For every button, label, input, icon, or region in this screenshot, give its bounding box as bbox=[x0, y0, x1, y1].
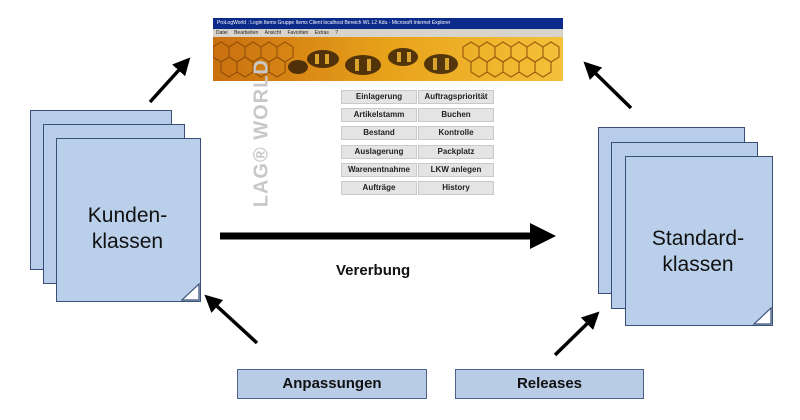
standardklassen-label: Standard- klassen bbox=[625, 226, 771, 278]
screenshot-titlebar: ProLogWorld : Login Items Gruppe Items C… bbox=[213, 18, 563, 29]
kundenklassen-line2: klassen bbox=[91, 230, 164, 253]
btn-lkw-anlegen[interactable]: LKW anlegen bbox=[418, 163, 494, 177]
anpassungen-box: Anpassungen bbox=[237, 369, 427, 399]
kundenklassen-label: Kunden- klassen bbox=[56, 203, 199, 255]
btn-auftraege[interactable]: Aufträge bbox=[341, 181, 417, 195]
menu-item-extras[interactable]: Extras bbox=[314, 30, 329, 36]
customer-to-app-arrow bbox=[148, 57, 191, 104]
document-page-front bbox=[56, 138, 201, 302]
btn-warenentnahme[interactable]: Warenentnahme bbox=[341, 163, 417, 177]
adjustments-arrow bbox=[204, 294, 259, 345]
btn-einlagerung[interactable]: Einlagerung bbox=[341, 90, 417, 104]
btn-history[interactable]: History bbox=[418, 181, 494, 195]
btn-buchen[interactable]: Buchen bbox=[418, 108, 494, 122]
menu-item-help[interactable]: ? bbox=[335, 30, 339, 36]
menu-item-bearbeiten[interactable]: Bearbeiten bbox=[234, 30, 259, 36]
btn-auftragsprioritaet[interactable]: Auftragspriorität bbox=[418, 90, 494, 104]
btn-bestand[interactable]: Bestand bbox=[341, 126, 417, 140]
standard-to-app-arrow bbox=[583, 61, 633, 110]
btn-artikelstamm[interactable]: Artikelstamm bbox=[341, 108, 417, 122]
document-page-front bbox=[625, 156, 773, 326]
btn-packplatz[interactable]: Packplatz bbox=[418, 145, 494, 159]
application-screenshot: ProLogWorld : Login Items Gruppe Items C… bbox=[213, 18, 563, 208]
inheritance-arrow-head bbox=[530, 223, 556, 249]
honeycomb-banner bbox=[213, 37, 563, 81]
vererbung-label: Vererbung bbox=[336, 262, 411, 279]
page-curl-right bbox=[752, 306, 772, 325]
standardklassen-line1: Standard- bbox=[651, 227, 745, 250]
menu-item-datei[interactable]: Datei bbox=[216, 30, 228, 36]
btn-kontrolle[interactable]: Kontrolle bbox=[418, 126, 494, 140]
page-curl-left bbox=[180, 282, 200, 301]
honeycomb-bee-image bbox=[213, 37, 563, 81]
releases-box: Releases bbox=[455, 369, 644, 399]
btn-auslagerung[interactable]: Auslagerung bbox=[341, 145, 417, 159]
menu-item-ansicht[interactable]: Ansicht bbox=[264, 30, 282, 36]
menu-item-favoriten[interactable]: Favoriten bbox=[287, 30, 309, 36]
kundenklassen-line1: Kunden- bbox=[87, 204, 168, 227]
screenshot-window-title: ProLogWorld : Login Items Gruppe Items C… bbox=[217, 20, 451, 26]
releases-arrow bbox=[553, 311, 600, 357]
screenshot-menubar: Datei Bearbeiten Ansicht Favoriten Extra… bbox=[213, 29, 563, 37]
standardklassen-line2: klassen bbox=[662, 253, 734, 276]
